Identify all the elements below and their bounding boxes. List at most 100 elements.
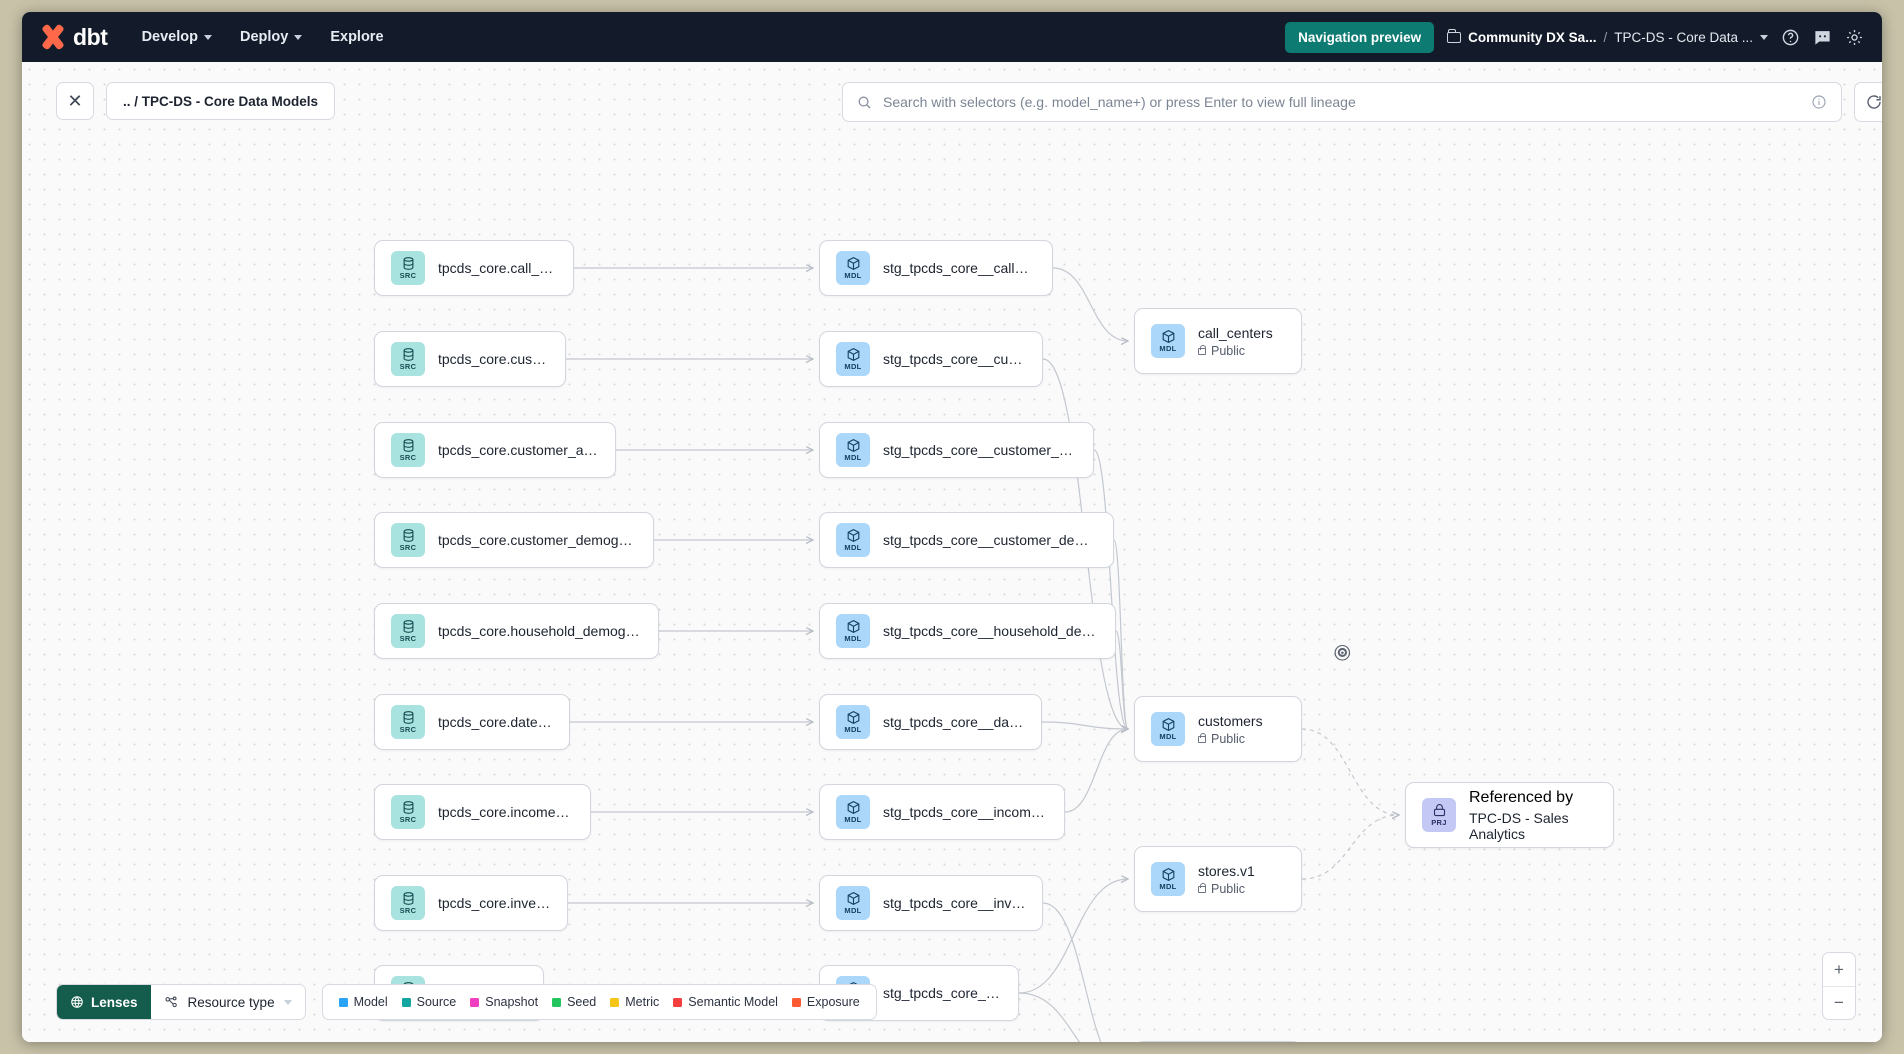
- lock-icon: [1198, 883, 1206, 893]
- dbt-explore-window: dbt Develop Deploy Explore Navigation pr…: [22, 12, 1882, 1042]
- legend-item-metric: Metric: [610, 995, 659, 1009]
- lineage-edge: [1052, 267, 1128, 341]
- gear-icon[interactable]: [1845, 28, 1864, 47]
- grab-hand-icon: 🞋: [1334, 642, 1351, 665]
- lineage-graph[interactable]: 🞋 SRCtpcds_core.call_centerSRCtpcds_core…: [22, 130, 1882, 1042]
- legend-swatch: [338, 997, 348, 1007]
- model-node[interactable]: MDL stg_tpcds_core__date_dim: [819, 694, 1042, 750]
- legend-label: Model: [353, 995, 388, 1009]
- node-label: tpcds_core.inventory: [438, 895, 551, 911]
- node-access-badge: Public: [1198, 882, 1255, 896]
- brand-name: dbt: [73, 23, 108, 50]
- source-node[interactable]: SRC tpcds_core.household_demographics: [374, 603, 659, 659]
- node-label: stg_tpcds_core__household_demogr…: [883, 623, 1099, 639]
- nav-item-deploy[interactable]: Deploy: [240, 29, 303, 45]
- node-text: stg_tpcds_core__inventory: [883, 895, 1026, 911]
- breadcrumb[interactable]: .. / TPC-DS - Core Data Models: [106, 82, 336, 120]
- src-badge-icon: SRC: [391, 705, 425, 739]
- model-node[interactable]: MDL stg_tpcds_core__household_demogr…: [819, 603, 1116, 659]
- info-circle-icon[interactable]: [1811, 94, 1827, 110]
- zoom-controls: + −: [1822, 952, 1856, 1020]
- model-node[interactable]: MDL stg_tpcds_core__income_band: [819, 784, 1065, 840]
- legend-label: Seed: [567, 995, 597, 1009]
- search-input[interactable]: [883, 94, 1800, 110]
- node-label: stg_tpcds_core__inventory: [883, 895, 1026, 911]
- node-text: stg_tpcds_core__date_dim: [883, 714, 1025, 730]
- node-access-badge: Public: [1198, 344, 1273, 358]
- lock-icon: [1198, 733, 1206, 743]
- nav-item-explore-label: Explore: [330, 29, 384, 45]
- node-label: stg_tpcds_core__income_band: [883, 804, 1048, 820]
- node-text: stg_tpcds_core__store: [883, 985, 1002, 1001]
- lineage-canvas[interactable]: ✕ .. / TPC-DS - Core Data Models: [22, 62, 1882, 1042]
- mdl-badge-icon: MDL: [1151, 712, 1185, 746]
- legend-label: Semantic Model: [688, 995, 778, 1009]
- mdl-badge-icon: MDL: [836, 705, 870, 739]
- src-badge-icon: SRC: [391, 795, 425, 829]
- node-label: tpcds_core.date_dim: [438, 714, 553, 730]
- node-label: call_centers: [1198, 324, 1273, 341]
- top-navigation-bar: dbt Develop Deploy Explore Navigation pr…: [22, 12, 1882, 62]
- node-text: stg_tpcds_core__customer_address: [883, 442, 1077, 458]
- zoom-in-button[interactable]: +: [1834, 959, 1844, 979]
- dbt-logo[interactable]: dbt: [40, 24, 108, 51]
- node-text: tpcds_core.customer_address: [438, 442, 599, 458]
- legend-item-source: Source: [401, 995, 456, 1009]
- model-node[interactable]: MDL stg_tpcds_core__customer_address: [819, 422, 1094, 478]
- source-node[interactable]: SRC tpcds_core.date_dim: [374, 694, 570, 750]
- node-label: stg_tpcds_core__customer_address: [883, 442, 1077, 458]
- lenses-label: Lenses: [91, 994, 138, 1010]
- nav-item-explore[interactable]: Explore: [330, 29, 383, 45]
- lenses-button[interactable]: Lenses: [57, 985, 151, 1019]
- node-text: tpcds_core.household_demographics: [438, 623, 642, 639]
- help-circle-icon[interactable]: [1781, 28, 1800, 47]
- mdl-badge-icon: MDL: [836, 614, 870, 648]
- close-button[interactable]: ✕: [56, 82, 94, 120]
- mdl-badge-icon: MDL: [836, 433, 870, 467]
- node-label: stg_tpcds_core__date_dim: [883, 714, 1025, 730]
- navigation-preview-button[interactable]: Navigation preview: [1285, 21, 1435, 53]
- account-project-breadcrumb[interactable]: Community DX Sa... / TPC-DS - Core Data …: [1447, 28, 1768, 45]
- node-label: stg_tpcds_core__store: [883, 985, 1002, 1001]
- mdl-badge-icon: MDL: [836, 795, 870, 829]
- breadcrumb-separator: /: [1603, 29, 1608, 45]
- mdl-badge-icon: MDL: [1151, 324, 1185, 358]
- src-badge-icon: SRC: [391, 614, 425, 648]
- lineage-edge: [1018, 992, 1081, 1042]
- nav-item-develop[interactable]: Develop: [142, 29, 212, 45]
- refresh-button[interactable]: [1854, 82, 1882, 122]
- node-text: tpcds_core.call_center: [438, 260, 557, 276]
- feedback-icon[interactable]: [1813, 28, 1832, 47]
- nodes-icon: [165, 996, 177, 1007]
- resource-type-dropdown[interactable]: Resource type: [150, 985, 305, 1019]
- node-label: tpcds_core.call_center: [438, 260, 557, 276]
- lineage-edge: [1115, 630, 1128, 729]
- node-text: tpcds_core.customer_demographics: [438, 532, 637, 548]
- zoom-out-button[interactable]: −: [1823, 986, 1855, 1019]
- mdl-badge-icon: MDL: [836, 886, 870, 920]
- model-node[interactable]: MDL stg_tpcds_core__inventory: [819, 875, 1043, 931]
- model-node[interactable]: MDLstg_tpcds_core__customer_demogra…: [819, 512, 1114, 568]
- src-badge-icon: SRC: [391, 342, 425, 376]
- chevron-down-icon: [294, 34, 303, 40]
- legend-item-seed: Seed: [552, 995, 596, 1009]
- chevron-down-icon: [1760, 34, 1768, 40]
- search-bar[interactable]: [842, 82, 1842, 122]
- lineage-edge: [1093, 449, 1128, 729]
